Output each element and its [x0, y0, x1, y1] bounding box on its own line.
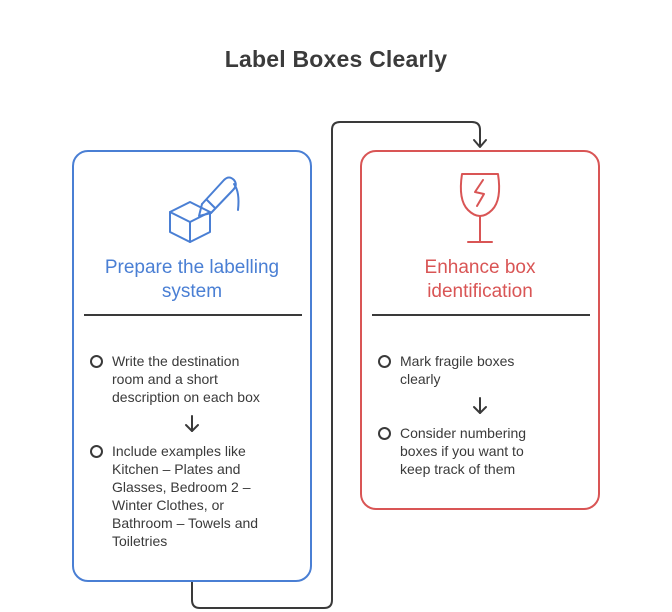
title-divider	[372, 314, 590, 316]
list-item: Include examples like Kitchen – Plates a…	[90, 442, 300, 550]
step-title: Enhance box identification	[424, 257, 536, 302]
arrow-down-icon	[185, 415, 199, 432]
diagram-title: Label Boxes Clearly	[224, 46, 448, 72]
step-card-enhance: Enhance box identification Mark fragile …	[360, 150, 600, 510]
bullet-circle-icon	[90, 445, 103, 458]
title-divider	[84, 314, 302, 316]
bullet-circle-icon	[378, 427, 391, 440]
step-title: Prepare the labelling system	[104, 257, 280, 302]
bullet-circle-icon	[378, 355, 391, 368]
list-item: Write the destination room and a short d…	[90, 352, 300, 406]
fragile-glass-icon	[459, 173, 501, 243]
box-with-pen-icon	[169, 176, 240, 243]
list-item: Consider numbering boxes if you want to …	[378, 424, 588, 478]
arrow-down-icon	[473, 397, 487, 414]
list-item: Mark fragile boxes clearly	[378, 352, 588, 388]
step-card-prepare: Prepare the labelling system Write the d…	[72, 150, 312, 582]
bullet-circle-icon	[90, 355, 103, 368]
